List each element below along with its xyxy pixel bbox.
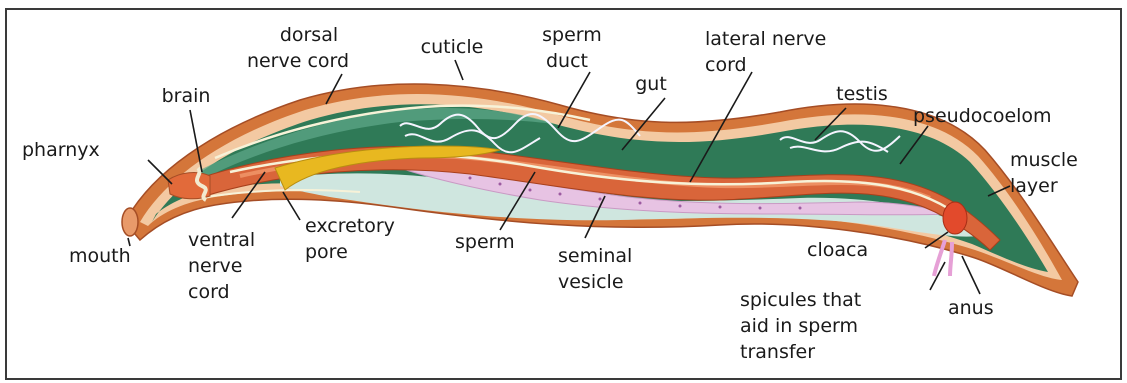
label-cuticle: cuticle: [421, 36, 484, 58]
cloaca-shape: [943, 202, 967, 234]
label-cloaca: cloaca: [807, 239, 868, 261]
label-brain: brain: [162, 85, 211, 107]
mouth-tip: [122, 208, 138, 236]
label-sperm: sperm: [455, 231, 515, 253]
label-testis: testis: [836, 83, 888, 105]
label-pharnyx: pharnyx: [22, 139, 100, 161]
label-mouth: mouth: [69, 245, 131, 267]
label-anus: anus: [948, 297, 994, 319]
label-pseudocoelom: pseudocoelom: [913, 105, 1052, 127]
label-gut: gut: [635, 73, 667, 95]
